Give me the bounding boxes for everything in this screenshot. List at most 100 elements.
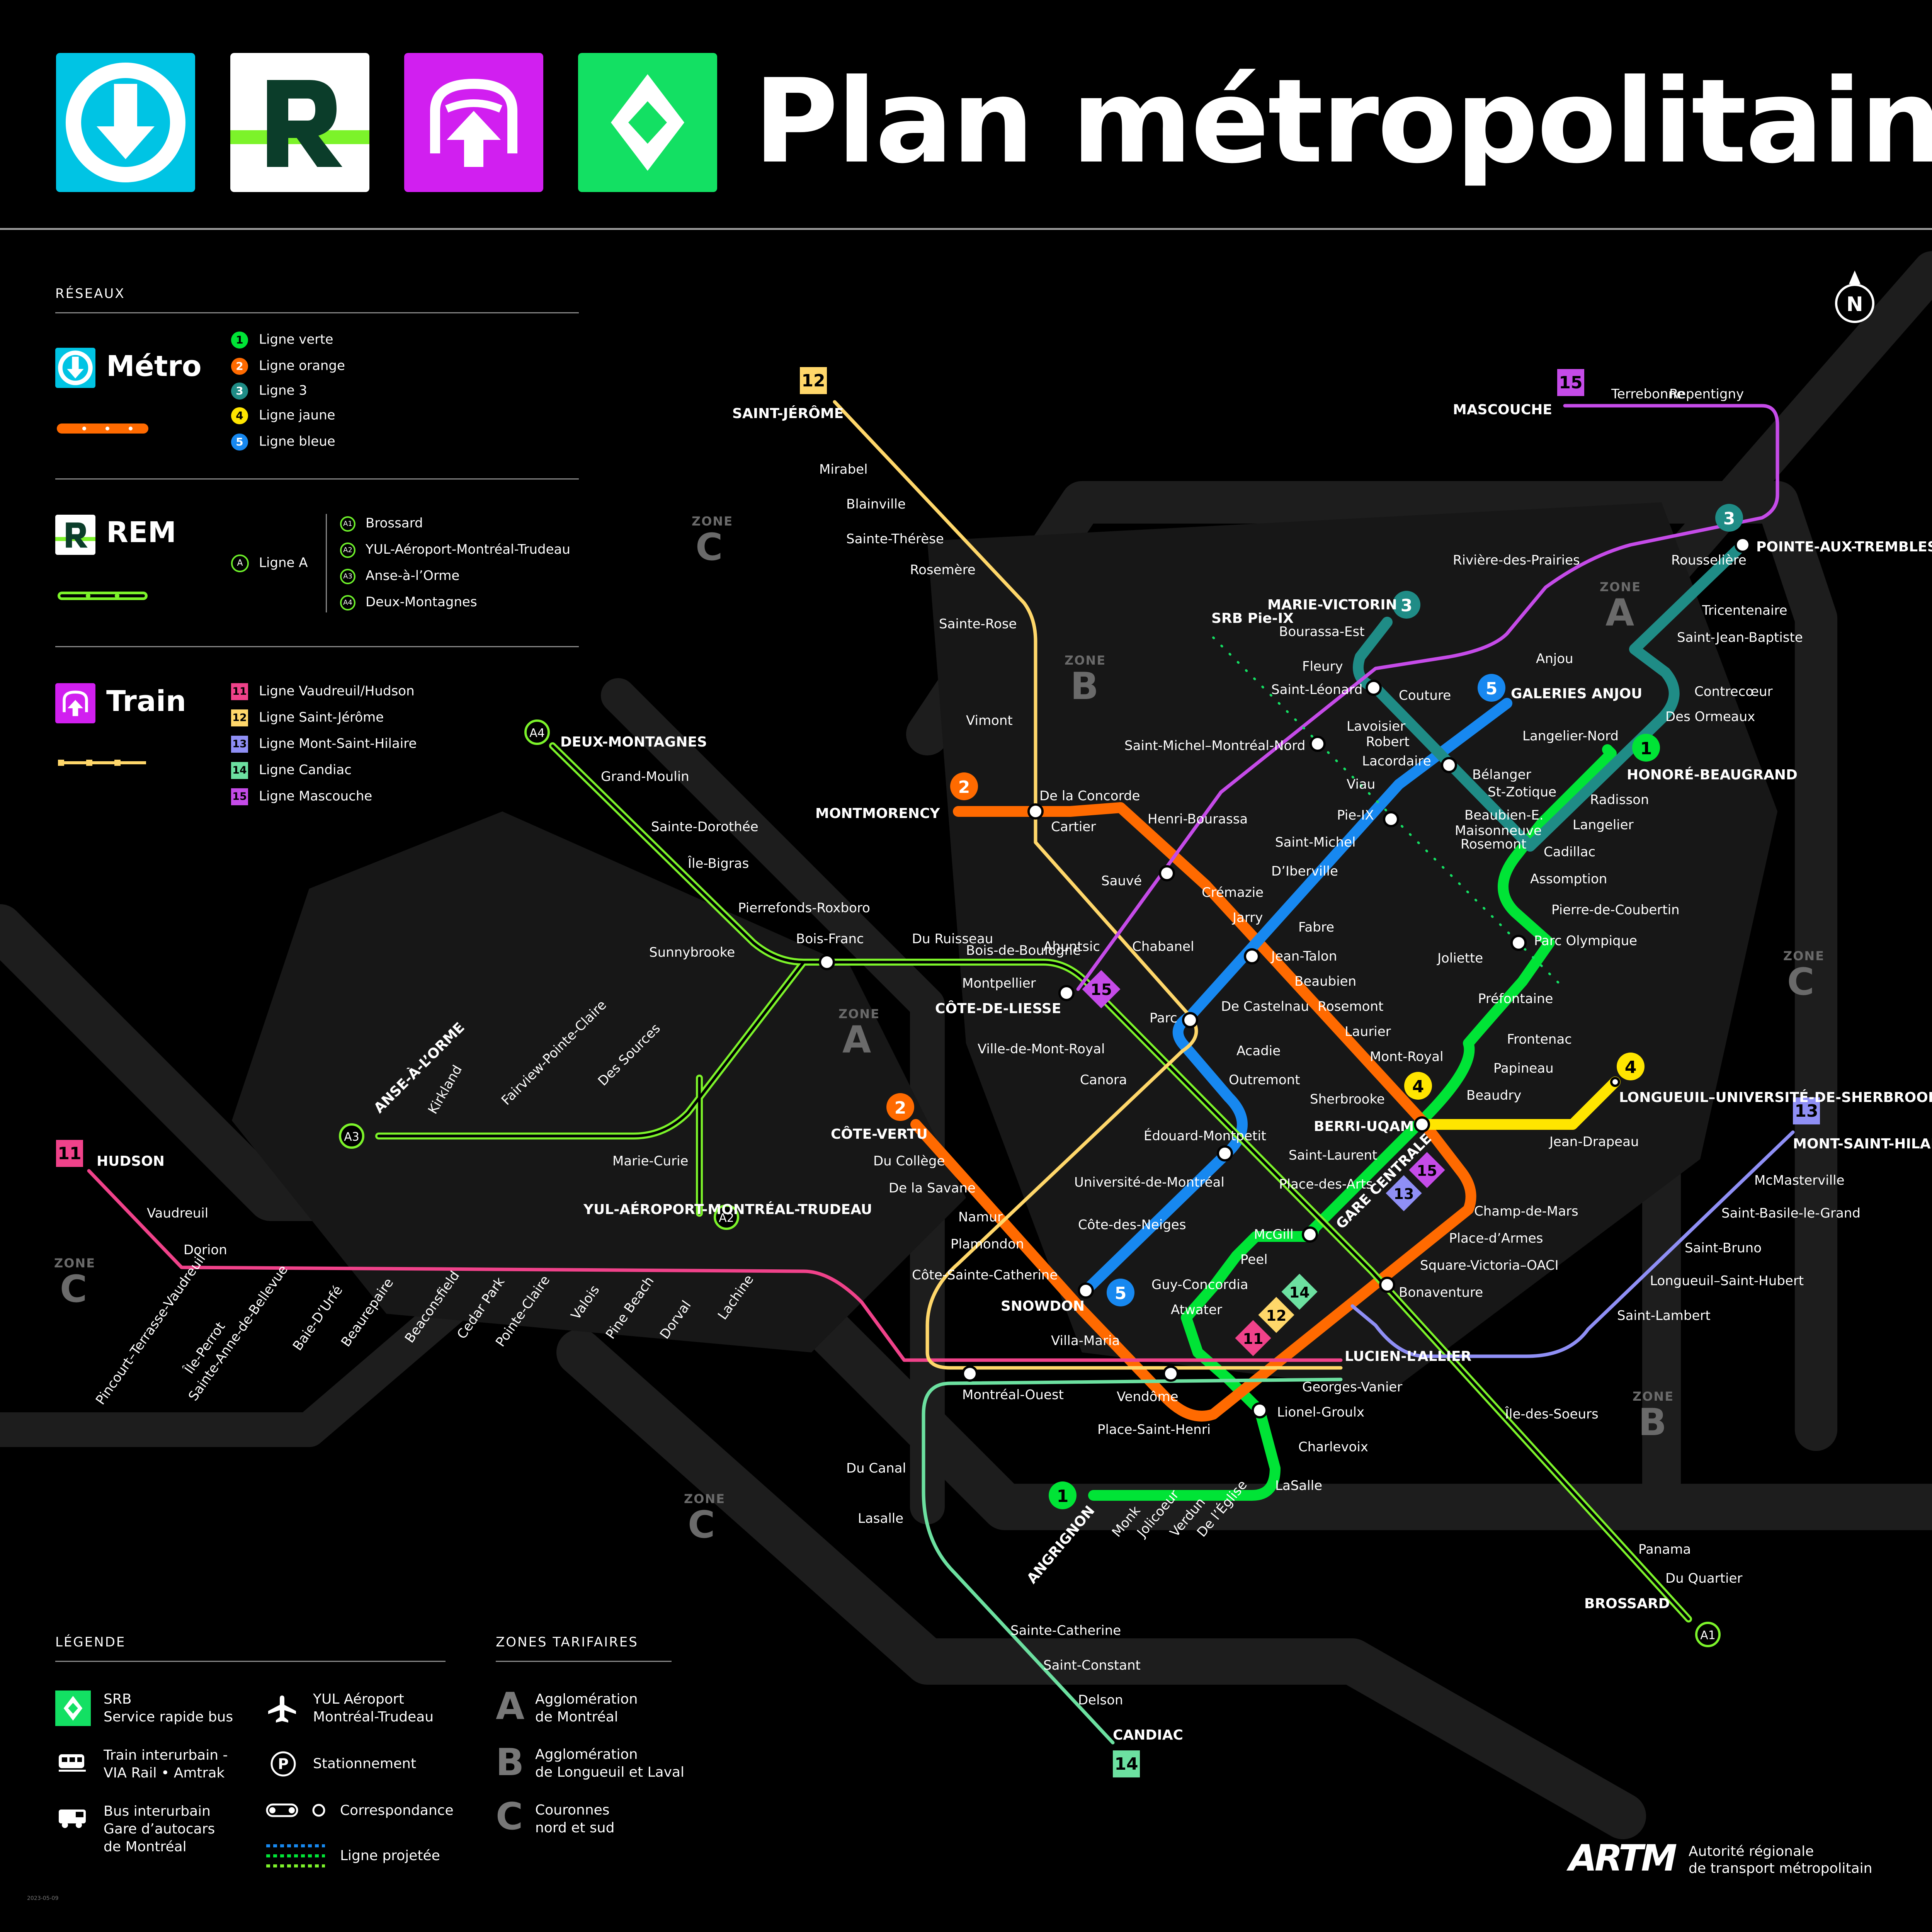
zone-c-text: Couronnes nord et sud [535, 1802, 615, 1836]
branch-badge: A4 [340, 595, 355, 611]
svg-text:A1: A1 [1700, 1629, 1716, 1642]
station-label: Préfontaine [1478, 991, 1553, 1007]
station-label: Sainte-Thérèse [846, 531, 944, 547]
station-label: Montréal-Ouest [962, 1387, 1064, 1403]
line-label: Ligne Saint-Jérôme [259, 709, 384, 725]
station-label: Place-Saint-Henri [1097, 1422, 1211, 1437]
station-label: Rousselière [1671, 553, 1747, 568]
station-label: CÔTE-DE-LIESSE [935, 1001, 1061, 1017]
train-intercity-icon [59, 1754, 86, 1772]
line-letter-badge: A [231, 554, 249, 572]
bus-intercity-icon [59, 1810, 86, 1828]
station-label: Des Ormeaux [1665, 709, 1755, 724]
svg-text:15: 15 [1090, 981, 1112, 999]
legend-heading-zones: ZONES TARIFAIRES [496, 1634, 638, 1650]
station-label: BERRI-UQAM [1314, 1119, 1414, 1134]
station-label: Guy-Concordia [1151, 1277, 1248, 1293]
metro-mini-logo [55, 348, 95, 388]
line-number-badge: 2 [231, 358, 248, 375]
artm-logo: ARTM [1569, 1837, 1677, 1879]
station-label: Atwater [1171, 1302, 1222, 1318]
station-label: McGill [1254, 1227, 1294, 1242]
svg-text:13: 13 [1394, 1185, 1414, 1202]
zone-label: ZONE [1783, 949, 1825, 963]
station-label: Sainte-Dorothée [651, 819, 759, 835]
legend-srb-text: SRB Service rapide bus [104, 1691, 233, 1725]
train-line-sample [58, 760, 146, 766]
station-label: MARIE-VICTORIN [1267, 597, 1397, 613]
legend-rule [55, 1661, 446, 1662]
line-label: Ligne Mont-Saint-Hilaire [259, 736, 417, 752]
station-label: Repentigny [1669, 386, 1744, 402]
zone-b-text: Agglomération de Longueuil et Laval [535, 1747, 684, 1780]
station-label: Viau [1347, 777, 1376, 792]
branch-label: Brossard [366, 515, 423, 531]
station-label: De Castelnau [1221, 999, 1309, 1014]
line-label: Ligne Vaudreuil/Hudson [259, 683, 415, 699]
station-label: McMasterville [1754, 1173, 1845, 1188]
station-label: Georges-Vanier [1302, 1379, 1403, 1395]
line-number-badge: 12 [231, 709, 248, 726]
line-number-badge: 4 [231, 407, 248, 424]
station-label: Du Collège [873, 1153, 945, 1169]
zone-letter: C [60, 1267, 87, 1311]
station-label: De la Savane [889, 1180, 976, 1196]
station-label: YUL-AÉROPORT-MONTRÉAL-TRUDEAU [583, 1202, 872, 1218]
zone-letter: B [1070, 665, 1099, 708]
srb-logo [578, 53, 717, 192]
branch-badge: A2 [340, 542, 355, 558]
station-label: POINTE-AUX-TREMBLES [1756, 539, 1932, 555]
legend-heading-reseaux: RÉSEAUX [55, 286, 125, 301]
station-label: Ville-de-Mont-Royal [978, 1041, 1105, 1057]
rem-mini-logo [55, 515, 95, 555]
svg-text:11: 11 [1243, 1330, 1264, 1347]
station-label: Grand-Moulin [601, 769, 689, 784]
station-label: Canora [1080, 1072, 1127, 1088]
line-label: Ligne bleue [259, 434, 335, 449]
station-label: Lasalle [858, 1511, 904, 1526]
svg-text:11: 11 [58, 1144, 81, 1163]
station-label: Côte-Sainte-Catherine [912, 1267, 1058, 1283]
branch-label: Anse-à-l’Orme [366, 568, 460, 583]
station-label: Lacordaire [1362, 753, 1431, 769]
station-label: SNOWDON [1001, 1298, 1085, 1314]
zone-letter: C [696, 526, 723, 569]
rem-branch-bracket [326, 514, 327, 612]
station-label: Lionel-Groulx [1277, 1405, 1365, 1420]
print-date: 2023-05-09 [27, 1895, 59, 1901]
station-label: Saint-Michel–Montréal-Nord [1124, 738, 1306, 753]
train-line-12 [833, 400, 1343, 1370]
zone-label: ZONE [838, 1007, 880, 1021]
station-label: Plamondon [951, 1236, 1024, 1252]
station-label: CANDIAC [1113, 1727, 1183, 1743]
legend-rule [55, 646, 579, 647]
station-label: LUCIEN-L’ALLIER [1345, 1349, 1472, 1364]
station-label: Sauvé [1101, 873, 1142, 889]
station-label: Fabre [1298, 920, 1335, 935]
compass-icon: N [1835, 270, 1874, 323]
station-label: St-Zotique [1488, 784, 1557, 800]
legend-bus-intercity-text: Bus interurbain Gare d’autocars de Montr… [104, 1803, 215, 1855]
legend-parking-text: Stationnement [313, 1756, 417, 1772]
svg-text:1: 1 [1057, 1486, 1069, 1506]
station-label: Saint-Bruno [1685, 1240, 1762, 1256]
station-label: Université-de-Montréal [1074, 1175, 1225, 1190]
background-land [232, 502, 1777, 1391]
station-label: Terrebonne [1611, 386, 1685, 402]
zone-label: ZONE [1633, 1389, 1674, 1404]
interchanges [819, 537, 1751, 1418]
station-label: Couture [1399, 688, 1451, 703]
branch-label: YUL-Aéroport-Montréal-Trudeau [366, 542, 570, 557]
line-label: Ligne jaune [259, 407, 335, 423]
legend-connection-text: Correspondance [340, 1803, 454, 1818]
station-label: De la Concorde [1039, 788, 1140, 804]
zone-letter: B [1638, 1401, 1667, 1444]
station-label: MASCOUCHE [1453, 402, 1553, 418]
station-label: Beaubien-E. [1464, 808, 1544, 823]
metro-line-yellow [1417, 1077, 1621, 1130]
